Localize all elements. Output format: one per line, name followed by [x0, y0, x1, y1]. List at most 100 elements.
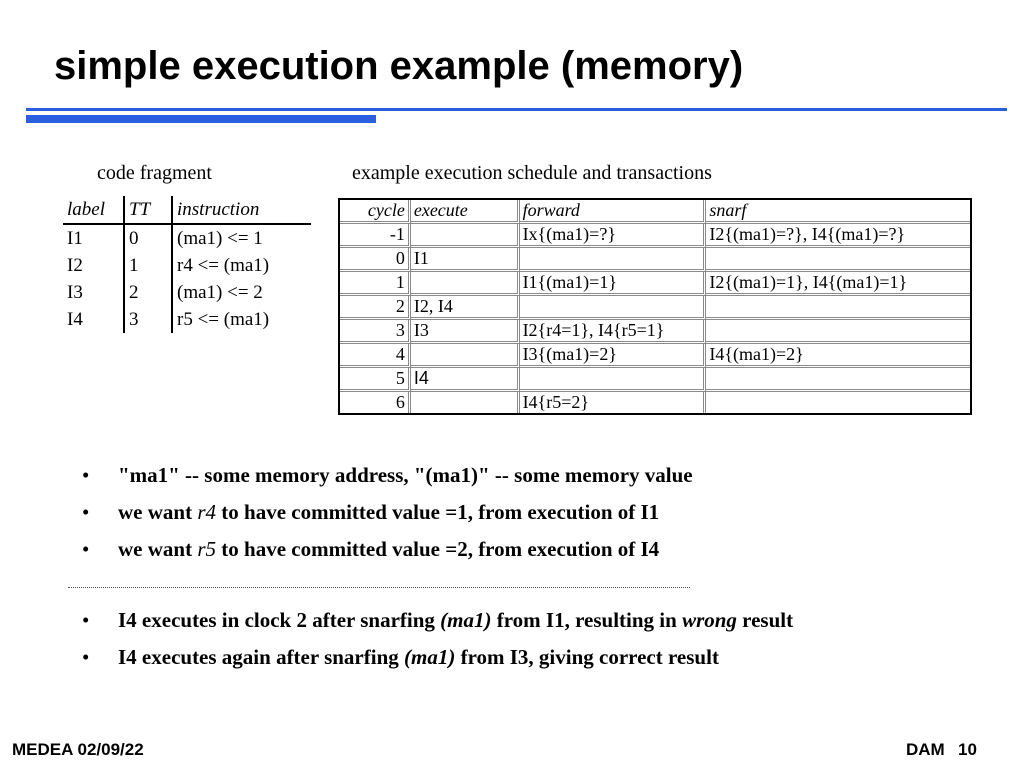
footer-date: MEDEA 02/09/22 — [12, 740, 144, 759]
schedule-cell-cycle: 3 — [340, 320, 411, 344]
schedule-cell-snarf — [706, 320, 970, 344]
code-cell-instruction: (ma1) <= 1 — [171, 224, 311, 252]
schedule-cell-snarf — [706, 296, 970, 320]
schedule-cell-snarf — [706, 368, 970, 392]
schedule-cell-forward: I4{r5=2} — [520, 392, 707, 413]
schedule-row: 6 I4{r5=2} — [340, 392, 970, 413]
slide-title: simple execution example (memory) — [54, 44, 744, 88]
schedule-cell-forward: I2{r4=1}, I4{r5=1} — [519, 320, 707, 344]
page-number: 10 — [958, 740, 977, 759]
schedule-row: 5 I4 — [340, 368, 970, 392]
schedule-cell-execute: I2, I4 — [410, 296, 520, 320]
schedule-cell-forward — [519, 296, 707, 320]
schedule-cell-cycle: 6 — [340, 392, 411, 413]
schedule-cell-forward: I1{(ma1)=1} — [519, 272, 707, 296]
schedule-cell-snarf: I2{(ma1)=?}, I4{(ma1)=?} — [706, 224, 970, 248]
code-cell-label: I1 — [67, 227, 83, 249]
schedule-cell-execute — [410, 272, 520, 296]
bullet-item: • we want r5 to have committed value =2,… — [82, 536, 693, 573]
bullet-emphasis: r4 — [197, 500, 217, 524]
schedule-row: 3 I3 I2{r4=1}, I4{r5=1} — [340, 320, 970, 344]
code-cell-tt: 3 — [123, 306, 172, 333]
title-rule-thick — [26, 115, 376, 123]
bullet-emphasis: (ma1) — [404, 645, 456, 669]
schedule-row: 1 I1{(ma1)=1} I2{(ma1)=1}, I4{(ma1)=1} — [340, 272, 970, 296]
bullet-text: "ma1" -- some memory address, "(ma1)" --… — [118, 463, 693, 487]
bullet-emphasis: (ma1) — [440, 608, 492, 632]
bullet-text: I4 executes again after snarfing — [118, 645, 404, 669]
schedule-row: 0 I1 — [340, 248, 970, 272]
schedule-row: 2 I2, I4 — [340, 296, 970, 320]
code-cell-instruction: r5 <= (ma1) — [171, 306, 311, 333]
code-row: I4 3 r5 <= (ma1) — [63, 306, 311, 333]
schedule-cell-snarf — [706, 248, 970, 272]
bullet-dot: • — [82, 537, 90, 561]
schedule-cell-execute: I1 — [410, 248, 520, 272]
schedule-header-cycle: cycle — [340, 200, 411, 224]
bullet-text: from I3, giving correct result — [455, 645, 719, 669]
bullet-item: • we want r4 to have committed value =1,… — [82, 499, 693, 536]
bullet-list-top: • "ma1" -- some memory address, "(ma1)" … — [82, 462, 693, 573]
bullet-text: we want — [118, 537, 198, 561]
schedule-cell-snarf — [706, 392, 970, 413]
bullet-dot: • — [82, 608, 90, 632]
schedule-row: 4 I3{(ma1)=2} I4{(ma1)=2} — [340, 344, 970, 368]
code-fragment-table: label TT instruction I1 0 (ma1) <= 1 I2 … — [63, 196, 311, 333]
schedule-caption: example execution schedule and transacti… — [352, 162, 712, 184]
code-header-row: label TT instruction — [63, 196, 311, 225]
schedule-cell-forward — [519, 368, 707, 392]
schedule-cell-cycle: 4 — [340, 344, 411, 368]
schedule-header-row: cycle execute forward snarf — [340, 200, 970, 224]
schedule-cell-cycle: 2 — [340, 296, 411, 320]
code-cell-tt: 1 — [123, 252, 172, 279]
schedule-cell-forward: I3{(ma1)=2} — [519, 344, 707, 368]
code-row: I3 2 (ma1) <= 2 — [63, 279, 311, 306]
schedule-cell-snarf: I2{(ma1)=1}, I4{(ma1)=1} — [706, 272, 970, 296]
code-fragment-caption: code fragment — [97, 162, 212, 184]
bullet-text: to have committed value =2, from executi… — [216, 537, 660, 561]
code-cell-label: I2 — [67, 254, 83, 276]
bullet-emphasis: wrong — [682, 608, 737, 632]
bullet-item: • I4 executes again after snarfing (ma1)… — [82, 644, 793, 681]
schedule-table: cycle execute forward snarf -1 Ix{(ma1)=… — [338, 198, 972, 415]
bullet-text: from I1, resulting in — [491, 608, 683, 632]
bullet-dot: • — [82, 463, 90, 487]
schedule-cell-forward — [519, 248, 707, 272]
schedule-row: -1 Ix{(ma1)=?} I2{(ma1)=?}, I4{(ma1)=?} — [340, 224, 970, 248]
title-rule-thin — [26, 108, 1007, 111]
schedule-cell-execute: I4 — [410, 368, 520, 392]
schedule-cell-cycle: 5 — [340, 368, 411, 392]
schedule-cell-cycle: -1 — [340, 224, 411, 248]
code-cell-instruction: r4 <= (ma1) — [171, 252, 311, 279]
schedule-cell-cycle: 1 — [340, 272, 411, 296]
schedule-cell-execute — [411, 392, 520, 413]
code-header-label: label — [63, 196, 124, 225]
schedule-cell-forward: Ix{(ma1)=?} — [519, 224, 707, 248]
bullet-emphasis: r5 — [197, 537, 217, 561]
footer-author: DAM — [906, 740, 945, 759]
schedule-cell-execute — [410, 344, 520, 368]
bullet-text: result — [736, 608, 794, 632]
schedule-cell-snarf: I4{(ma1)=2} — [706, 344, 970, 368]
code-cell-label: I3 — [67, 281, 83, 303]
schedule-header-forward: forward — [519, 200, 707, 224]
code-cell-tt: 0 — [123, 224, 172, 252]
schedule-cell-execute — [410, 224, 520, 248]
bullet-list-bottom: • I4 executes in clock 2 after snarfing … — [82, 607, 793, 681]
code-cell-instruction: (ma1) <= 2 — [171, 279, 311, 306]
bullet-item: • "ma1" -- some memory address, "(ma1)" … — [82, 462, 693, 499]
code-cell-tt: 2 — [123, 279, 172, 306]
bullet-dot: • — [82, 645, 90, 669]
bullet-item: • I4 executes in clock 2 after snarfing … — [82, 607, 793, 644]
code-header-tt: TT — [123, 196, 172, 225]
code-cell-label: I4 — [67, 308, 83, 330]
bullet-text: we want — [118, 500, 198, 524]
code-row: I1 0 (ma1) <= 1 — [63, 224, 311, 252]
schedule-header-snarf: snarf — [706, 200, 970, 224]
dotted-divider — [68, 587, 690, 588]
schedule-cell-cycle: 0 — [340, 248, 411, 272]
bullet-text: to have committed value =1, from executi… — [216, 500, 660, 524]
bullet-text: I4 executes in clock 2 after snarfing — [118, 608, 441, 632]
bullet-dot: • — [82, 500, 90, 524]
code-row: I2 1 r4 <= (ma1) — [63, 252, 311, 279]
